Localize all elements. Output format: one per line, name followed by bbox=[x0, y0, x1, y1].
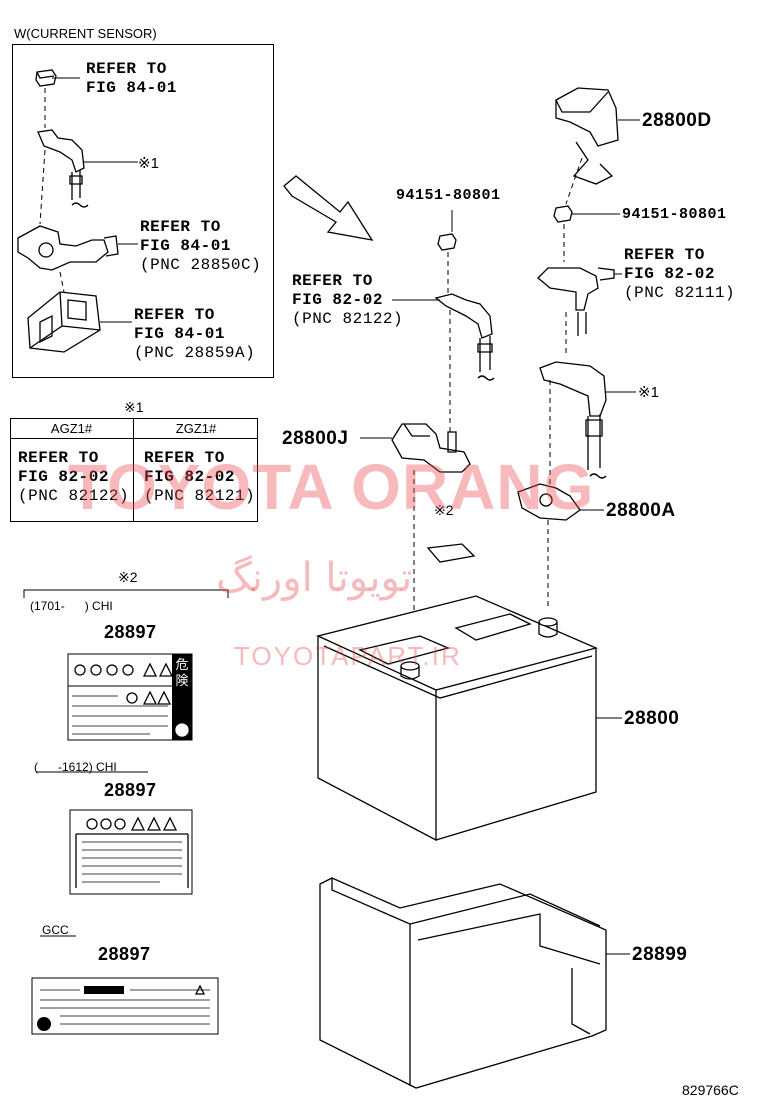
center-cable-terminal bbox=[392, 293, 495, 381]
battery bbox=[316, 595, 622, 842]
label-group-bracket bbox=[23, 589, 229, 598]
center-mark2: ※2 bbox=[434, 502, 454, 518]
label-range-1: (1701- ) CHI bbox=[30, 599, 113, 613]
warning-label-2 bbox=[69, 809, 193, 895]
center-nut bbox=[437, 210, 457, 251]
header-label: W(CURRENT SENSOR) bbox=[14, 26, 157, 41]
right-bracket bbox=[537, 267, 622, 336]
table-col2-header: ZGZ1# bbox=[175, 421, 217, 436]
part-28800A[interactable]: 28800A bbox=[606, 500, 676, 521]
part-28897-a[interactable]: 28897 bbox=[104, 622, 157, 642]
label-range-2: ( -1612) CHI bbox=[34, 760, 117, 774]
part-28899[interactable]: 28899 bbox=[632, 944, 688, 965]
inset-cable-terminal bbox=[37, 129, 138, 208]
inset-nut bbox=[35, 69, 80, 87]
direction-arrow bbox=[283, 175, 374, 241]
terminal-clamp-positive bbox=[517, 483, 604, 521]
battery-tray bbox=[319, 877, 630, 1089]
part-94151-center[interactable]: 94151-80801 bbox=[396, 187, 501, 204]
label-gcc: GCC bbox=[42, 923, 69, 937]
terminal-cover bbox=[555, 87, 640, 185]
inset-mark1: ※1 bbox=[138, 155, 159, 172]
warning-label-3 bbox=[31, 977, 219, 1035]
part-28800[interactable]: 28800 bbox=[624, 708, 680, 729]
label-group-mark2: ※2 bbox=[118, 569, 138, 585]
watermark-en: TOYOTA ORANG bbox=[68, 451, 595, 523]
part-28897-c[interactable]: 28897 bbox=[98, 944, 151, 964]
label-sticker bbox=[426, 543, 476, 563]
right-cable-terminal bbox=[539, 361, 636, 479]
current-sensor-inset bbox=[12, 44, 274, 378]
label-jp-text: 危険 bbox=[175, 658, 189, 689]
part-28800J[interactable]: 28800J bbox=[282, 428, 349, 449]
inset-clamp bbox=[17, 225, 138, 271]
watermark-url: TOYOTAPART.IR bbox=[234, 641, 462, 671]
terminal-clamp-negative bbox=[360, 423, 471, 473]
part-28897-b[interactable]: 28897 bbox=[104, 780, 157, 800]
watermark-fa: تویوتا اورنگ bbox=[216, 555, 413, 601]
warning-label-1 bbox=[67, 653, 193, 741]
table-col1-header: AGZ1# bbox=[50, 421, 93, 436]
part-28800D[interactable]: 28800D bbox=[642, 110, 712, 131]
part-94151-right[interactable]: 94151-80801 bbox=[622, 206, 727, 223]
right-mark1: ※1 bbox=[638, 384, 659, 401]
figure-id: 829766C bbox=[682, 1082, 739, 1098]
variant-table bbox=[10, 418, 258, 522]
inset-current-sensor bbox=[27, 291, 132, 353]
right-nut bbox=[553, 205, 620, 223]
table-mark: ※1 bbox=[124, 399, 144, 415]
